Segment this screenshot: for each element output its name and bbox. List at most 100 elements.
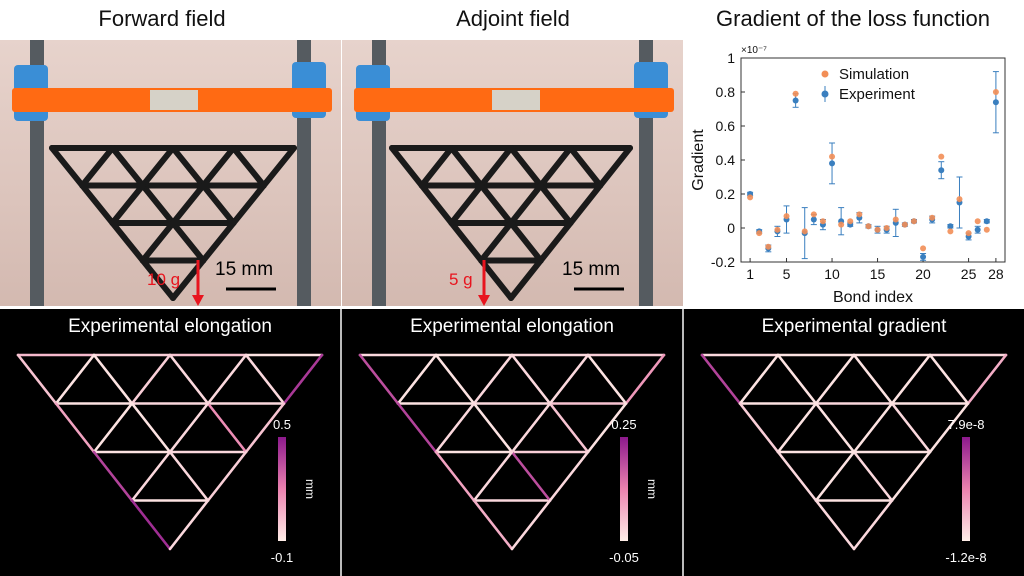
x-tick-label: 5 (783, 266, 791, 282)
panel-title: Experimental gradient (761, 316, 947, 337)
lattice-bond (434, 402, 476, 454)
colorbar-min-label: -0.1 (271, 550, 293, 565)
lattice-bond (537, 220, 574, 264)
simulation-point (765, 243, 772, 250)
lattice-bond (168, 499, 210, 551)
lattice-structure (49, 145, 297, 301)
lattice-bond (548, 353, 590, 405)
lattice-bond (597, 145, 633, 189)
lattice-bond (230, 182, 267, 226)
lattice-bond (890, 353, 932, 405)
forward-field-photo: 10 g 15 mm (0, 40, 341, 306)
lattice-bond (109, 182, 146, 226)
simulation-point (956, 196, 963, 203)
metal-rod (492, 90, 540, 110)
forward-photo-drawing (12, 40, 332, 306)
lattice-bond (586, 402, 628, 454)
colorbar-min-label: -1.2e-8 (945, 550, 986, 565)
lattice-bond (130, 499, 172, 551)
lattice-bond (109, 145, 146, 189)
legend-simulation-label: Simulation (839, 66, 909, 83)
load-arrow-head (192, 295, 204, 306)
load-label: 10 g (147, 270, 181, 289)
lattice-bond (776, 402, 818, 454)
lattice-bond (206, 353, 248, 405)
lattice-bond (389, 145, 425, 189)
lattice-bond (966, 353, 1008, 405)
lattice-bond (472, 353, 514, 405)
lattice-bond (852, 499, 894, 551)
lattice-bond (282, 353, 324, 405)
lattice-bond (852, 450, 894, 502)
experiment-point (974, 226, 981, 233)
lattice-bond (170, 182, 207, 226)
y-tick-label: 0.6 (716, 118, 736, 134)
lattice-bond (478, 145, 514, 189)
y-tick-label: 0.4 (716, 152, 736, 168)
y-tick-label: 0.8 (716, 84, 736, 100)
colorbar-unit-label: mm (645, 479, 659, 499)
lattice-bond (738, 402, 780, 454)
simulation-point (974, 218, 981, 225)
lattice-bond (472, 402, 514, 454)
lattice-bond (537, 182, 574, 226)
gradient-panel: Experimental gradient 7.9e-8-1.2e-8 (684, 309, 1024, 576)
lattice-bond (200, 220, 237, 264)
lattice-bond (738, 353, 780, 405)
colorbar-unit-label: mm (303, 479, 317, 499)
y-axis-label: Gradient (690, 129, 707, 191)
lattice-bond (244, 353, 286, 405)
simulation-point (901, 221, 908, 228)
lattice-bond (548, 450, 590, 502)
lattice-bond (170, 145, 207, 189)
lattice-bond (92, 353, 134, 405)
lattice-bond (49, 145, 86, 189)
simulation-point (992, 89, 999, 95)
lattice-bond (130, 450, 172, 502)
legend-experiment-label: Experiment (839, 86, 916, 103)
adjoint-field-photo: 5 g 15 mm (342, 40, 683, 306)
lattice-bond (358, 353, 400, 405)
experiment-point (938, 167, 945, 174)
lattice-bond (448, 220, 485, 264)
lattice-bond (814, 450, 856, 502)
x-tick-label: 10 (824, 266, 840, 282)
lattice-bond (168, 450, 210, 502)
simulation-point (856, 211, 863, 218)
lattice-bond (396, 402, 438, 454)
lattice-bond (206, 402, 248, 454)
simulation-point (892, 216, 899, 223)
lattice-bond (434, 450, 476, 502)
experiment-point (983, 218, 990, 225)
x-tick-label: 25 (961, 266, 977, 282)
lattice-bond (890, 402, 932, 454)
y-exponent-label: ×10⁻⁷ (741, 45, 767, 56)
simulation-point (883, 225, 890, 231)
scale-label: 15 mm (215, 259, 274, 280)
scale-label: 15 mm (562, 259, 621, 280)
lattice-bond (928, 402, 970, 454)
x-tick-label: 15 (870, 266, 886, 282)
simulation-point (874, 226, 881, 233)
simulation-point (792, 90, 799, 97)
simulation-point (938, 153, 945, 160)
colorbar (620, 437, 628, 541)
panel-title: Experimental elongation (410, 316, 614, 337)
experiment-point (829, 160, 836, 167)
y-tick-label: 0 (727, 220, 735, 236)
lattice-bond (508, 145, 544, 189)
lattice-bond (260, 145, 297, 189)
x-tick-label: 20 (915, 266, 931, 282)
panel-divider (340, 309, 342, 576)
lattice-bond (54, 402, 96, 454)
lattice-bond (890, 450, 932, 502)
lattice-bond (814, 353, 856, 405)
simulation-point (920, 245, 927, 252)
lattice-bond (79, 182, 116, 226)
lattice-bond (508, 257, 544, 301)
simulation-point (838, 221, 845, 228)
lattice-bond (508, 220, 544, 264)
